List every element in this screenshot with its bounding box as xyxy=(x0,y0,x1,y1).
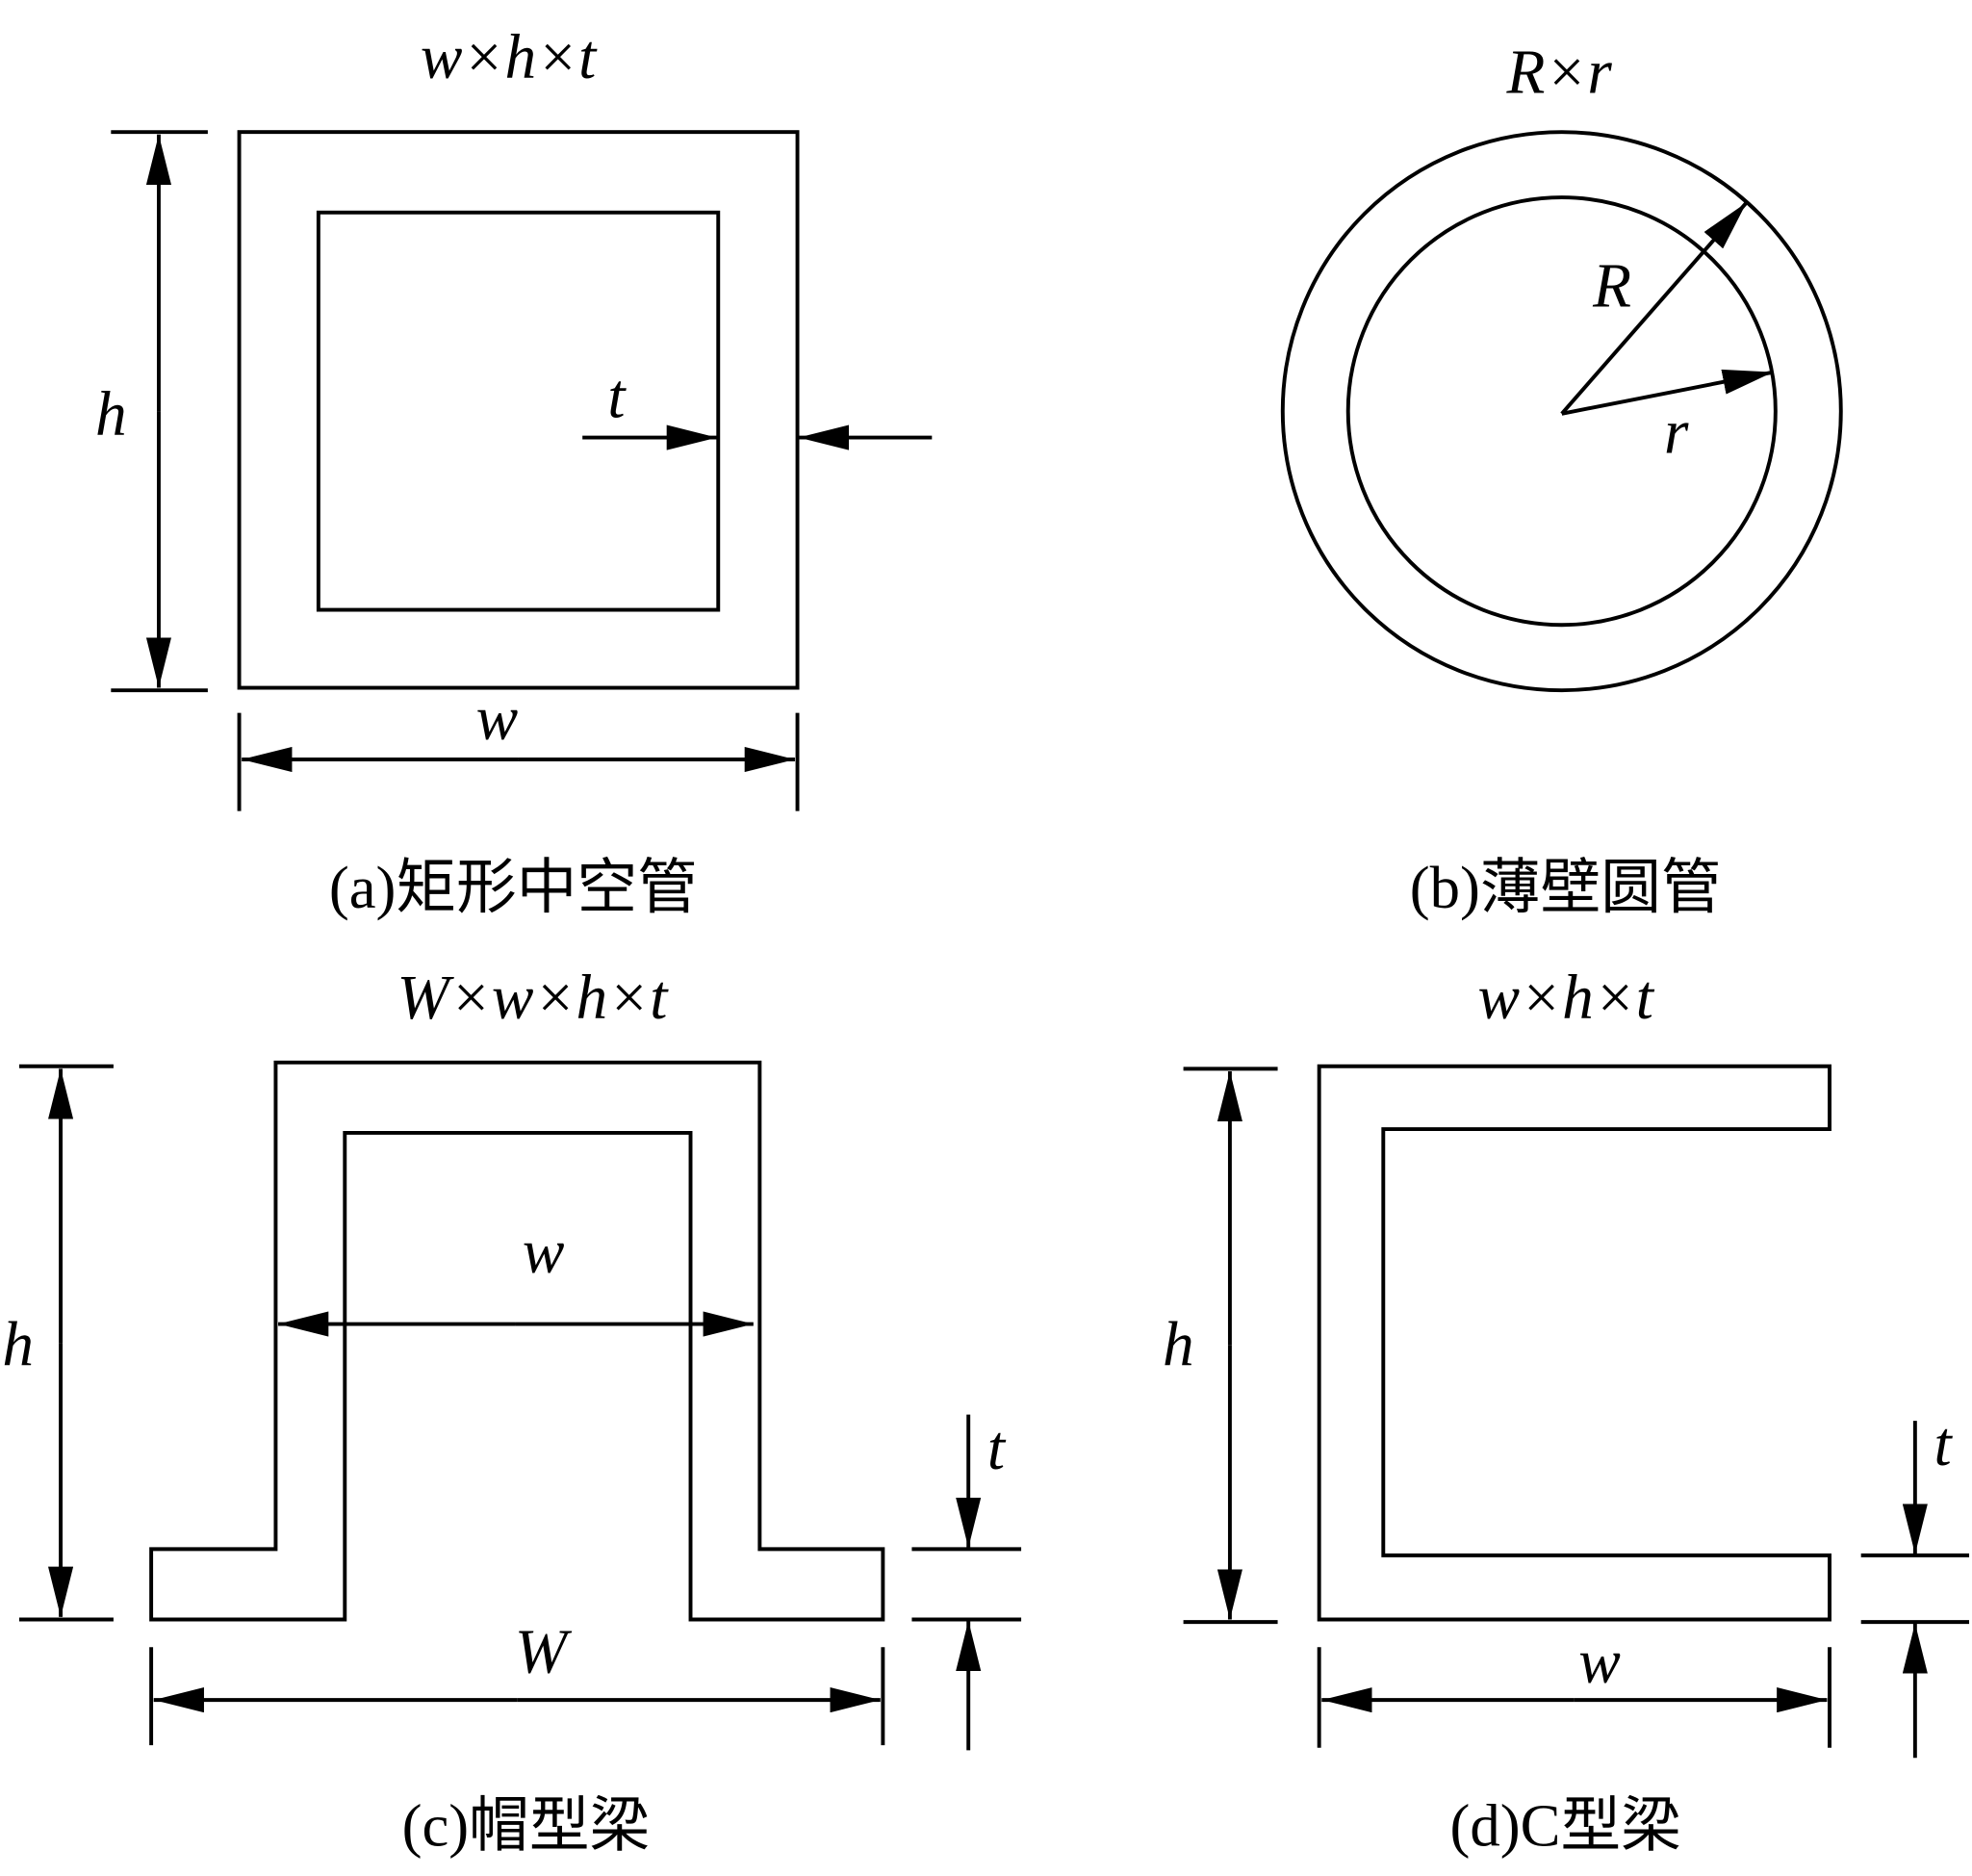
panel-d-title: w×h×t xyxy=(1477,964,1654,1033)
label-t: t xyxy=(1934,1410,1954,1479)
label-R: R xyxy=(1592,252,1631,321)
outer-circle xyxy=(1280,130,1843,693)
width-dimension xyxy=(237,712,800,811)
panel-b-circular-tube: R×r R r (b)薄壁圆管 xyxy=(1280,39,1843,921)
label-W: W xyxy=(515,1617,573,1686)
label-h: h xyxy=(1163,1311,1194,1380)
thickness-dimension xyxy=(1860,1421,1970,1759)
panel-a-rectangular-tube: w×h×t h w t (a)矩形中空管 xyxy=(95,23,933,921)
outer-rectangle xyxy=(237,130,800,690)
panel-c-hat-beam: W×w×h×t h w W t (c)帽型梁 xyxy=(2,964,1022,1860)
label-w: w xyxy=(476,684,519,754)
inner-circle xyxy=(1345,195,1778,628)
panel-d-caption: (d)C型梁 xyxy=(1450,1792,1681,1860)
label-w: w xyxy=(523,1218,565,1287)
height-dimension xyxy=(1183,1066,1278,1625)
panel-a-title: w×h×t xyxy=(421,23,598,92)
thickness-dimension xyxy=(911,1414,1022,1751)
label-h: h xyxy=(95,380,127,450)
outer-radius-arrow xyxy=(1560,201,1749,416)
c-profile xyxy=(1317,1064,1831,1622)
inner-radius-arrow xyxy=(1561,369,1774,416)
overall-width-dimension xyxy=(149,1647,885,1746)
panel-d-c-beam: w×h×t h w t (d)C型梁 xyxy=(1163,964,1970,1860)
panel-c-title: W×w×h×t xyxy=(397,964,669,1033)
label-h: h xyxy=(2,1311,34,1380)
label-t: t xyxy=(607,363,627,432)
panel-b-caption: (b)薄壁圆管 xyxy=(1410,854,1722,921)
panel-c-caption: (c)帽型梁 xyxy=(402,1792,651,1860)
width-dimension xyxy=(1317,1647,1831,1748)
height-dimension xyxy=(111,130,208,693)
panel-a-caption: (a)矩形中空管 xyxy=(329,854,698,921)
inner-rectangle xyxy=(316,210,721,612)
label-r: r xyxy=(1664,398,1689,467)
panel-b-title: R×r xyxy=(1505,39,1612,108)
height-dimension xyxy=(18,1064,114,1622)
label-w: w xyxy=(1578,1628,1621,1697)
label-t: t xyxy=(987,1414,1007,1483)
hat-profile xyxy=(149,1060,885,1622)
